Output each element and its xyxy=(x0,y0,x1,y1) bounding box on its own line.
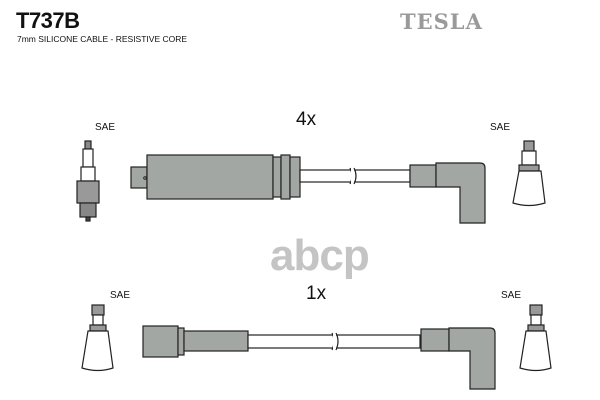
product-code: T737B xyxy=(16,8,80,33)
sae-label: SAE xyxy=(490,122,511,133)
sae-label: SAE xyxy=(110,290,131,301)
terminal-right-icon xyxy=(519,304,552,372)
quantity-label: 1x xyxy=(306,283,327,304)
watermark: abcp xyxy=(270,231,370,280)
cable xyxy=(247,332,421,351)
angled-boot-connector xyxy=(420,327,496,390)
sae-label: SAE xyxy=(95,122,116,133)
angled-boot-connector xyxy=(409,162,486,224)
straight-boot-connector xyxy=(142,325,249,358)
distributor-cap-terminal-icon xyxy=(512,140,546,207)
brand-logo: TESLA xyxy=(400,9,483,34)
spark-plug-icon xyxy=(76,140,100,222)
cable xyxy=(299,167,411,185)
sae-label: SAE xyxy=(501,290,522,301)
quantity-label: 4x xyxy=(296,109,317,130)
terminal-left-icon xyxy=(81,304,114,372)
product-description: 7mm SILICONE CABLE - RESISTIVE CORE xyxy=(17,34,188,44)
long-boot-connector xyxy=(130,154,301,200)
